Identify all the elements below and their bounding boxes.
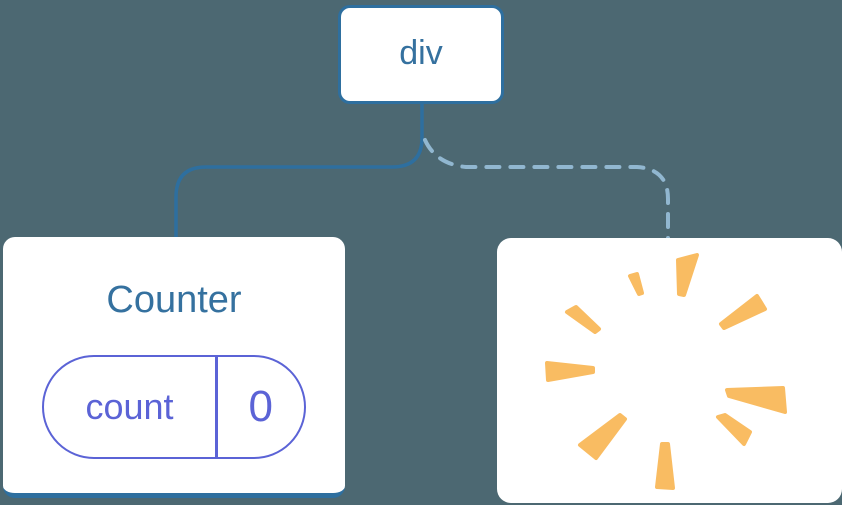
state-key-label: count: [85, 386, 174, 427]
poof-burst-icon: [545, 253, 787, 490]
state-value-label: 0: [248, 382, 273, 431]
tree-node-counter: Counter count 0: [3, 237, 345, 498]
tree-node-div: div: [338, 5, 504, 104]
counter-title: Counter: [106, 279, 242, 321]
solid-edge-line: [174, 102, 424, 242]
pill-divider: [215, 357, 218, 457]
dashed-edge-line: [423, 138, 670, 242]
state-pill: count 0: [42, 355, 306, 459]
root-node-label: div: [399, 33, 443, 72]
tree-node-removed: [497, 238, 842, 503]
